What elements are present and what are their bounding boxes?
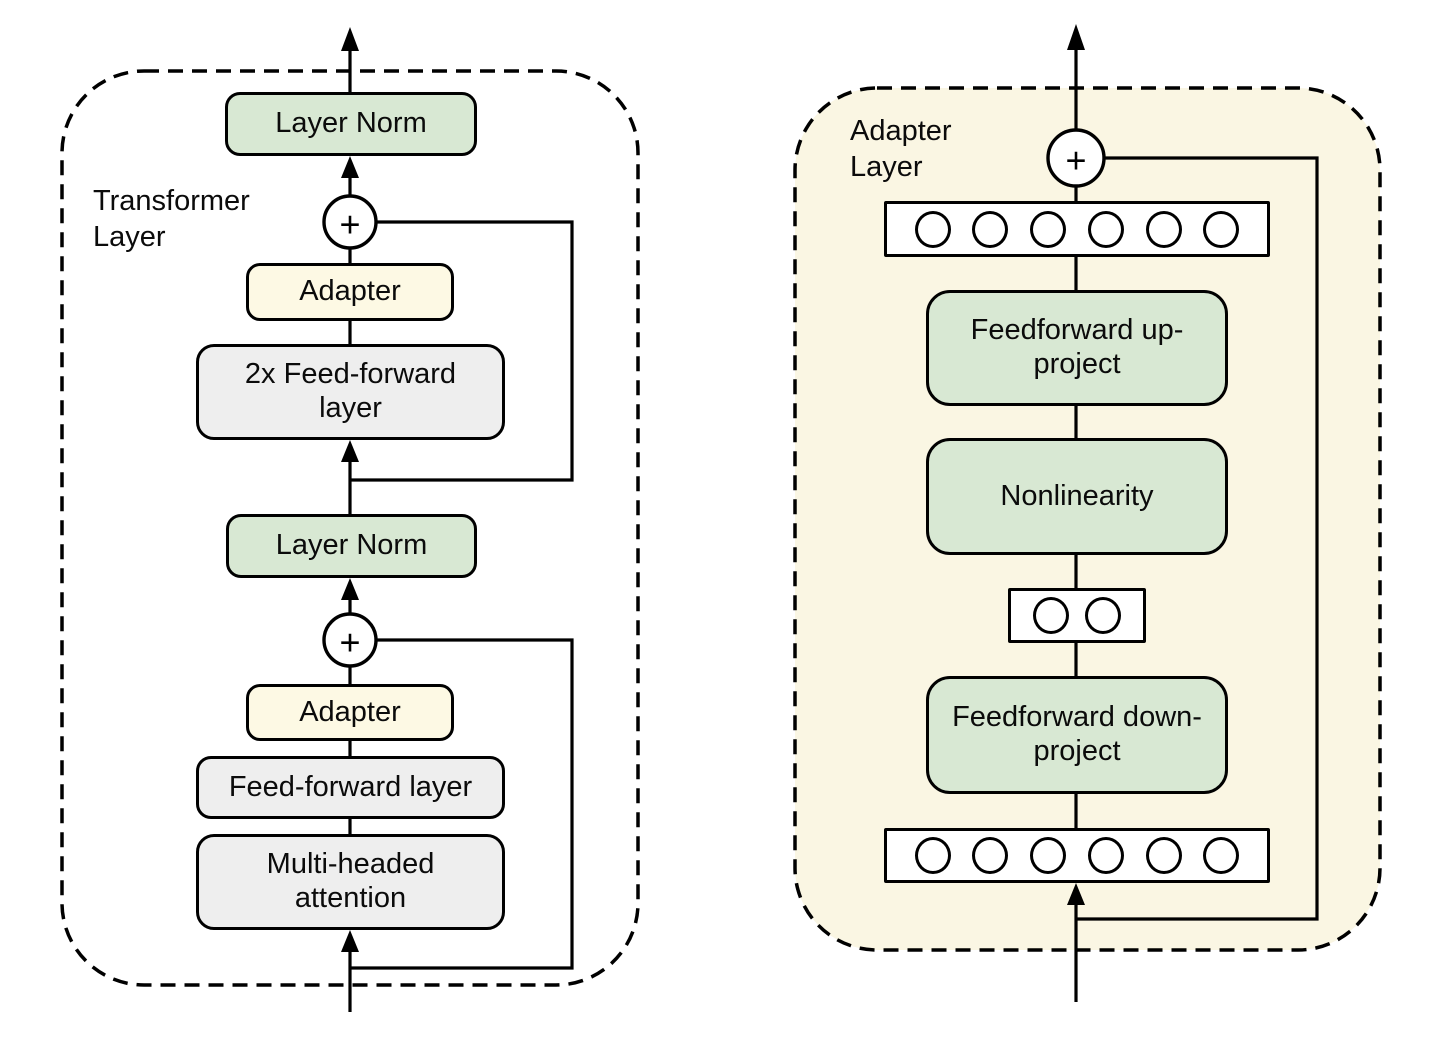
right-skip-connection: [1076, 156, 1319, 921]
left-layernorm-top-arrowhead: [341, 156, 359, 178]
left-residual-bottom: [350, 638, 574, 970]
adapter-bottleneck-row: [1008, 588, 1146, 643]
feedforward-down-project-node: Feedforward down-project: [926, 676, 1228, 794]
adapter-layer-title: Adapter Layer: [850, 115, 952, 183]
left-add-bottom-circle: [322, 612, 378, 668]
feature-unit-circle: [1203, 210, 1240, 248]
feed-forward-node: Feed-forward layer: [196, 756, 505, 819]
layer-norm-middle-node: Layer Norm: [226, 514, 477, 578]
nonlinearity-node: Nonlinearity: [926, 438, 1228, 555]
feature-unit-circle: [1145, 210, 1182, 248]
feature-unit-circle: [972, 210, 1009, 248]
right-add-circle: [1046, 128, 1106, 188]
feature-unit-circle: [1030, 837, 1067, 874]
adapter-top-node: Adapter: [246, 263, 454, 321]
left-output-arrowhead: [341, 27, 359, 51]
feedforward-up-project-node: Feedforward up-project: [926, 290, 1228, 406]
adapter-bottom-node: Adapter: [246, 684, 454, 741]
left-add-top-circle: [322, 194, 378, 250]
feature-unit-circle: [1087, 210, 1124, 248]
left-layernorm2-arrowhead: [341, 578, 359, 600]
feed-forward-2x-node: 2x Feed-forward layer: [196, 344, 505, 440]
feature-unit-circle: [972, 837, 1009, 874]
feature-unit-circle: [1085, 597, 1121, 634]
left-input-arrowhead: [341, 930, 359, 952]
feature-unit-circle: [1203, 837, 1240, 874]
left-ff2x-arrowhead: [341, 440, 359, 462]
feature-unit-circle: [914, 837, 951, 874]
feature-unit-circle: [914, 210, 951, 248]
plus-icon: +: [339, 204, 360, 245]
adapter-bottom-feature-row: [884, 828, 1270, 883]
multi-headed-attention-node: Multi-headed attention: [196, 834, 505, 930]
adapter-top-feature-row: [884, 201, 1270, 257]
right-output-arrowhead: [1067, 24, 1085, 50]
plus-icon: +: [339, 622, 360, 663]
feature-unit-circle: [1033, 597, 1069, 634]
plus-icon: +: [1065, 140, 1086, 181]
feature-unit-circle: [1030, 210, 1067, 248]
layer-norm-top-node: Layer Norm: [225, 92, 477, 156]
feature-unit-circle: [1087, 837, 1124, 874]
left-residual-top: [350, 220, 574, 482]
transformer-layer-title: Transformer Layer: [93, 185, 250, 253]
right-input-arrowhead: [1067, 883, 1085, 905]
feature-unit-circle: [1145, 837, 1182, 874]
